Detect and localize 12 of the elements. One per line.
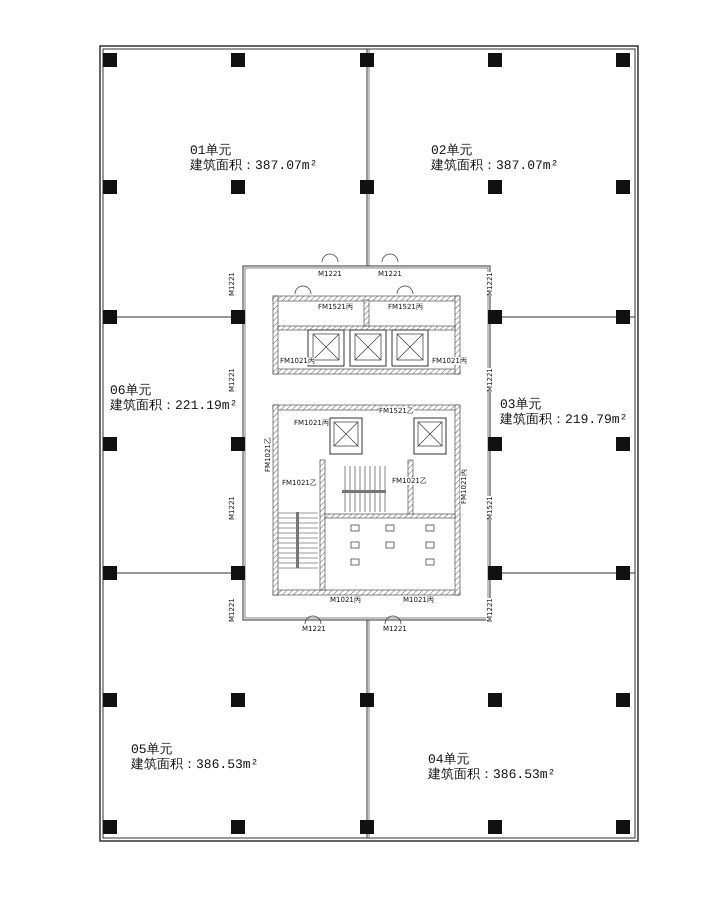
unit-name: 01单元 [190, 143, 232, 158]
unit-name: 05单元 [131, 742, 173, 757]
unit-name: 06单元 [110, 383, 152, 398]
unit-name: 04单元 [428, 752, 470, 767]
unit-name: 03单元 [500, 397, 542, 412]
unit-name: 02单元 [431, 143, 473, 158]
area-text: 建筑面积：386.53m² [131, 757, 258, 772]
area-text: 建筑面积：387.07m² [431, 158, 558, 173]
area-text: 建筑面积：387.07m² [190, 158, 318, 173]
area-text: 建筑面积：386.53m² [428, 767, 556, 782]
area-text: 建筑面积：219.79m² [500, 412, 628, 427]
area-text: 建筑面积：221.19m² [110, 398, 238, 413]
